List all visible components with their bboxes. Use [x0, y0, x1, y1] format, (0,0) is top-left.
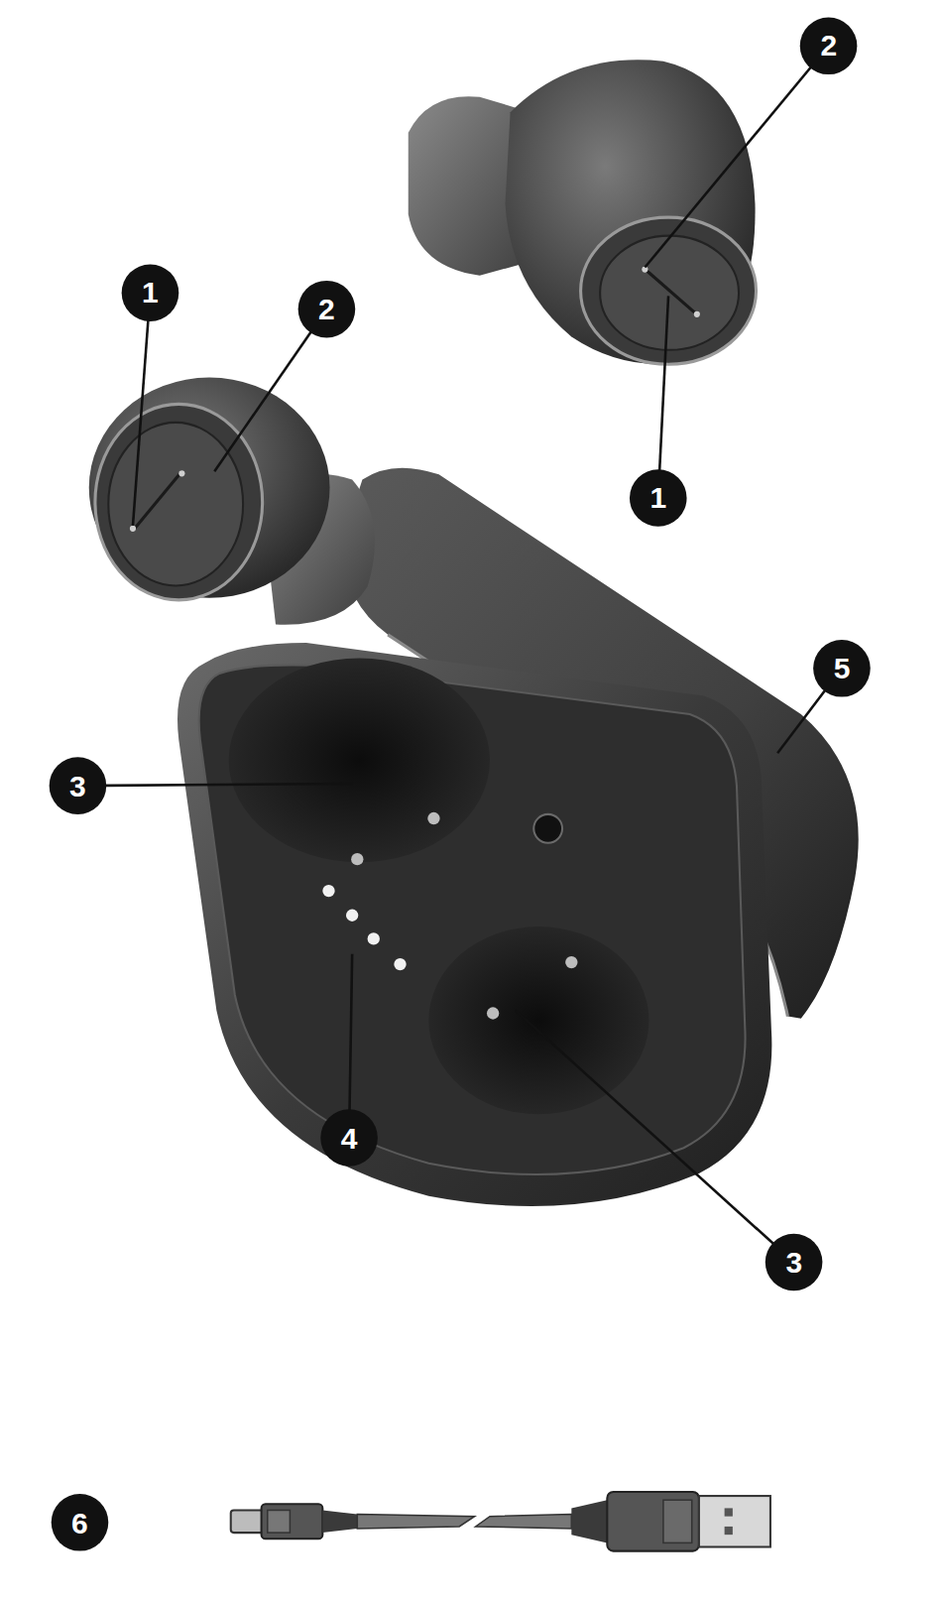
callout-number: 5	[813, 639, 871, 698]
callout-number: 1	[629, 469, 688, 527]
callout-number: 1	[120, 263, 179, 322]
callout-number: 2	[297, 280, 355, 339]
callout-number: 3	[48, 757, 107, 816]
callout-number: 2	[800, 16, 858, 75]
callout-number: 3	[765, 1233, 824, 1292]
callout-number: 4	[320, 1109, 378, 1168]
callout-number: 6	[50, 1494, 109, 1552]
